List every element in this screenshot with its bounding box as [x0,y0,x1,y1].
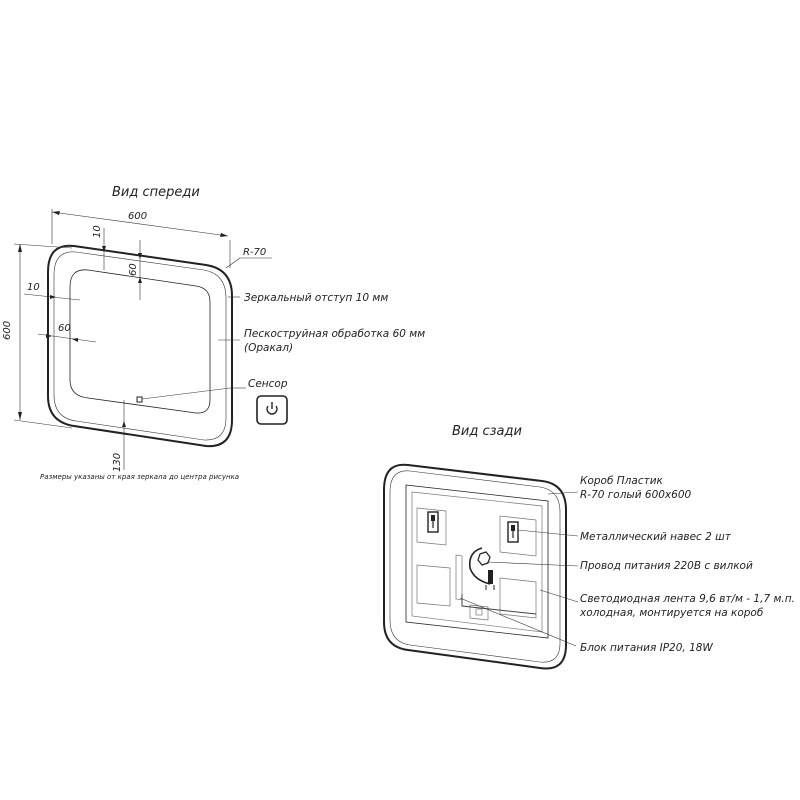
label-sensor: Сенсор [248,378,288,390]
label-sandblast-line2: (Оракал) [244,342,293,354]
dim-top-band: 60 [128,263,139,276]
back-compartments [416,507,537,621]
front-sensor-dot [136,396,143,403]
led-strip [461,594,537,615]
back-view: Вид сзади [383,424,795,670]
front-view: Вид спереди 600 600 10 60 10 [2,185,425,481]
label-led-line2: холодная, монтируется на короб [579,607,764,619]
dim-width-front: 600 [128,211,147,222]
dim-bottom: 130 [112,453,123,472]
back-frame [405,484,549,639]
back-view-title: Вид сзади [452,424,522,439]
back-box-outer [383,463,567,670]
label-psu: Блок питания IP20, 18W [580,642,713,654]
front-mirror-inner-edge [53,251,227,441]
power-cable-icon [468,547,495,590]
dim-top-offset: 10 [92,225,103,238]
sensor-power-icon [256,395,288,425]
label-box-line2: R-70 голый 600х600 [580,489,692,501]
front-mirror-outer [47,244,233,448]
label-mirror-offset: Зеркальный отступ 10 мм [244,292,388,304]
label-radius: R-70 [243,247,266,258]
front-sandblast-inner [69,269,211,414]
hanger-left-icon [427,511,439,533]
hanger-right-icon [507,521,519,543]
dim-height-front: 600 [2,321,13,340]
dim-left-offset: 10 [27,282,40,293]
label-cable: Провод питания 220В с вилкой [580,560,753,572]
footnote: Размеры указаны от края зеркала до центр… [40,473,239,481]
label-box-line1: Короб Пластик [580,475,664,487]
label-sandblast-line1: Пескоструйная обработка 60 мм [244,328,425,340]
label-hanger: Металлический навес 2 шт [580,531,732,543]
back-box-inner-edge [389,470,561,663]
dim-left-band: 60 [58,323,71,334]
front-view-title: Вид спереди [112,185,200,200]
label-led-line1: Светодиодная лента 9,6 вт/м - 1,7 м.п. [580,593,795,605]
